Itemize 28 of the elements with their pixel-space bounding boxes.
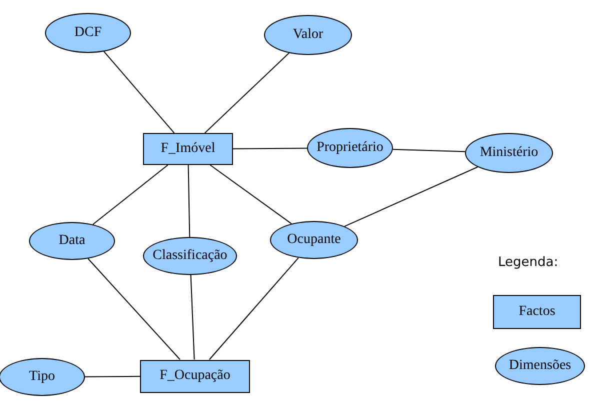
node-label: F_Ocupação [160,368,230,384]
node-label: Valor [292,27,324,43]
dimension-ellipse [0,358,85,396]
node-label: Classificação [152,248,228,264]
node-label: Proprietário [316,140,384,156]
node-label: Ocupante [287,232,341,248]
connector-line [188,164,190,238]
fact-table-box [143,133,233,165]
connector-line [92,164,168,225]
connector-line [190,274,195,360]
node-label: Ministério [480,145,538,161]
node-label: Data [58,233,86,249]
connector-line [208,257,299,360]
connector-line [392,148,466,152]
node-label: DCF [74,25,102,41]
connector-line [84,376,140,378]
connector-line [210,164,292,224]
fact-table-box [140,360,250,392]
connector-line [104,51,175,134]
node-label: F_Imóvel [160,141,216,157]
legend-label: Factos [518,304,556,320]
connector-line [232,148,308,150]
connector-line [204,52,290,134]
node-label: Tipo [29,369,55,385]
connector-line [88,258,180,360]
connector-line [344,166,478,227]
legend-title: Legenda: [498,255,558,270]
legend-label: Dimensões [508,358,572,374]
